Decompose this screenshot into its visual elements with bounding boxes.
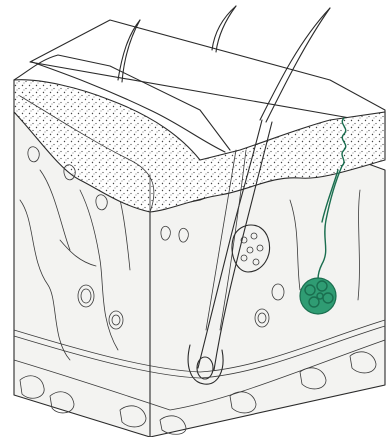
sweat-gland-coil [300,278,336,314]
surface-hairs [118,6,330,122]
